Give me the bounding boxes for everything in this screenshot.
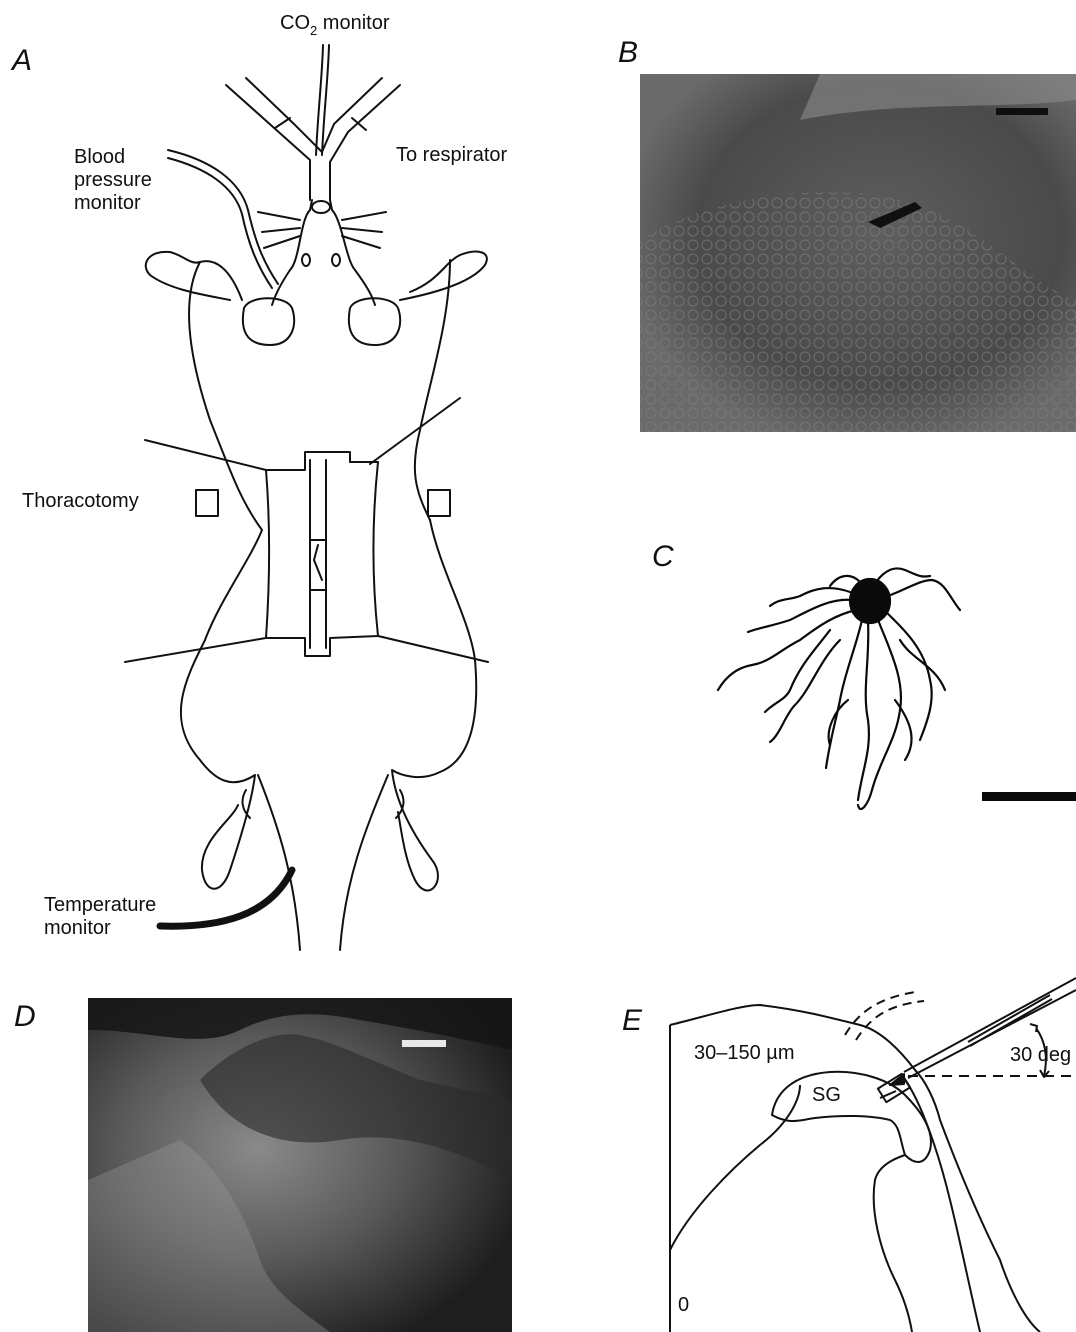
dorsal-roots xyxy=(845,992,924,1040)
scale-bar-b xyxy=(996,108,1048,115)
angle-label: 30 deg xyxy=(1010,1044,1071,1067)
sg-label: SG xyxy=(812,1084,841,1107)
scale-bar-c xyxy=(982,792,1076,801)
neuron-tracing xyxy=(718,569,960,810)
scale-bar-d xyxy=(402,1040,446,1047)
recording-box xyxy=(878,1074,910,1102)
depth-label: 30–150 µm xyxy=(694,1042,794,1065)
slice-schematic xyxy=(670,978,1076,1332)
neuron-soma xyxy=(850,579,890,623)
zero-label: 0 xyxy=(678,1294,689,1317)
substantia-gelatinosa xyxy=(772,1072,931,1162)
